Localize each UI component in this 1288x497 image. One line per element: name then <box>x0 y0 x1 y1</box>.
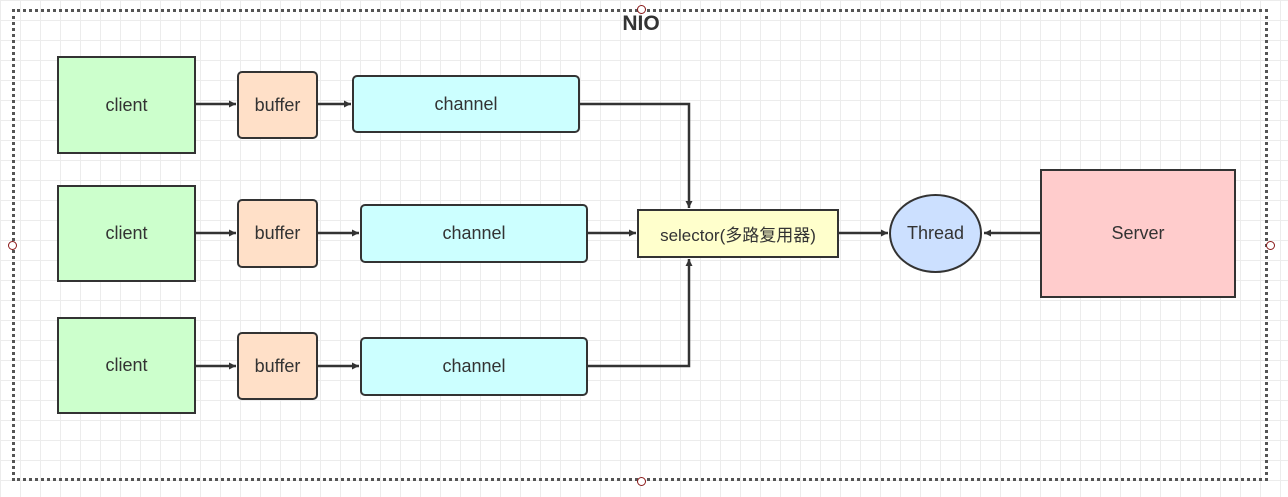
buffer-label-1: buffer <box>254 94 301 115</box>
resize-handle-bottom[interactable] <box>637 477 646 486</box>
client-node-1[interactable]: client <box>57 56 196 154</box>
resize-handle-right[interactable] <box>1266 241 1275 250</box>
edge-channel3-selector <box>588 259 693 368</box>
resize-handle-left[interactable] <box>8 241 17 250</box>
thread-label: Thread <box>906 223 965 243</box>
thread-node[interactable]: Thread <box>889 194 982 273</box>
buffer-label-2: buffer <box>254 223 301 243</box>
server-node[interactable]: Server <box>1040 169 1236 298</box>
buffer-node-1[interactable]: buffer <box>237 71 318 139</box>
buffer-node-2[interactable]: buffer <box>237 199 318 268</box>
client-label-3: client <box>105 355 148 375</box>
selector-node[interactable]: selector(多路复用器) <box>637 209 839 258</box>
client-node-3[interactable]: client <box>57 317 196 414</box>
selector-label: selector(多路复用器) <box>660 226 816 245</box>
buffer-label-3: buffer <box>254 355 301 376</box>
buffer-node-3[interactable]: buffer <box>237 332 318 400</box>
channel-node-2[interactable]: channel <box>360 204 588 263</box>
edge-channel1-selector <box>580 102 693 208</box>
server-label: Server <box>1111 223 1165 243</box>
channel-node-1[interactable]: channel <box>352 75 580 133</box>
client-node-2[interactable]: client <box>57 185 196 282</box>
diagram-title: NIO <box>622 12 660 35</box>
client-label-2: client <box>105 223 148 243</box>
channel-label-2: channel <box>442 223 506 243</box>
resize-handle-top[interactable] <box>637 5 646 14</box>
channel-label-3: channel <box>442 356 506 376</box>
channel-label-1: channel <box>434 93 498 114</box>
client-label-1: client <box>105 94 148 115</box>
channel-node-3[interactable]: channel <box>360 337 588 396</box>
